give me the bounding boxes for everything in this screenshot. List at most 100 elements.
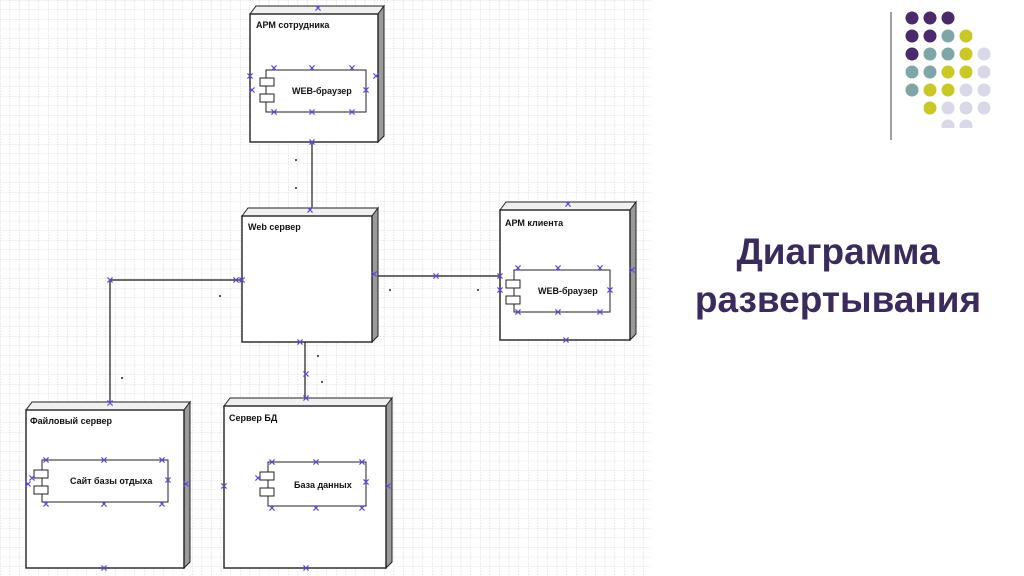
- decor-dot: [905, 11, 919, 25]
- selection-handle: [384, 482, 392, 490]
- node-label-web-server: Web сервер: [248, 222, 301, 232]
- decor-dot: [941, 65, 955, 79]
- selection-handle: [348, 108, 356, 116]
- selection-handle: [308, 138, 316, 146]
- selection-handle: [268, 458, 276, 466]
- selection-handle: [220, 482, 228, 490]
- selection-handle: [372, 72, 380, 80]
- component-site[interactable]: Сайт базы отдыха: [33, 459, 169, 503]
- component-web-browser-client[interactable]: WEB-браузер: [505, 269, 611, 313]
- decor-dot: [977, 65, 991, 79]
- selection-handle: [306, 206, 314, 214]
- selection-handle: [238, 276, 246, 284]
- decor-dot: [977, 47, 991, 61]
- selection-handle: [268, 504, 276, 512]
- selection-handle: [496, 272, 504, 280]
- selection-handle: [158, 456, 166, 464]
- node-label-arm-employee: АРМ сотрудника: [256, 20, 330, 30]
- selection-handle: [248, 86, 256, 94]
- selection-handle: [42, 500, 50, 508]
- decor-dot: [923, 29, 937, 43]
- selection-handle: [312, 504, 320, 512]
- selection-handle: [514, 308, 522, 316]
- decor-dot: [923, 11, 937, 25]
- component-database[interactable]: База данных: [259, 461, 367, 507]
- selection-handle: [158, 500, 166, 508]
- node-label-arm-client: АРМ клиента: [505, 218, 564, 228]
- decor-dot: [977, 83, 991, 97]
- component-label-employee: WEB-браузер: [292, 86, 352, 96]
- slide-title: Диаграмма развертывания: [668, 228, 1008, 324]
- selection-handles: [24, 4, 636, 572]
- decor-dot: [941, 101, 955, 115]
- selection-handle: [370, 270, 378, 278]
- decor-dot: [941, 29, 955, 43]
- decor-dot: [905, 29, 919, 43]
- decor-dot: [905, 47, 919, 61]
- selection-handle: [232, 276, 240, 284]
- selection-handle: [564, 200, 572, 208]
- node-arm-employee[interactable]: АРМ сотрудника WEB-браузер: [249, 4, 385, 144]
- decor-dot: [923, 101, 937, 115]
- selection-handle: [312, 458, 320, 466]
- slide-title-line-1: Диаграмма: [736, 231, 940, 272]
- selection-handle: [28, 474, 36, 482]
- selection-handle: [164, 476, 172, 484]
- decor-dot: [959, 119, 973, 128]
- selection-handle: [42, 456, 50, 464]
- diagram-svg: АРМ сотрудника WEB-браузер Web сервер АР…: [0, 0, 650, 576]
- vertical-divider: [890, 12, 892, 140]
- selection-handle: [296, 338, 304, 346]
- selection-handle: [596, 264, 604, 272]
- decor-dot: [941, 47, 955, 61]
- selection-handle: [106, 399, 114, 407]
- decor-dot: [923, 83, 937, 97]
- decor-dot: [923, 47, 937, 61]
- node-db-server[interactable]: Сервер БД База данных: [223, 396, 393, 570]
- selection-handle: [100, 456, 108, 464]
- decor-dot: [941, 11, 955, 25]
- selection-handle: [348, 64, 356, 72]
- selection-handle: [254, 474, 262, 482]
- node-arm-client[interactable]: АРМ клиента WEB-браузер: [499, 200, 637, 342]
- selection-handle: [24, 480, 32, 488]
- node-file-server[interactable]: Файловый сервер Сайт базы отдыха: [25, 400, 191, 570]
- selection-handle: [246, 72, 254, 80]
- node-web-server[interactable]: Web сервер: [241, 206, 379, 344]
- selection-handle: [270, 64, 278, 72]
- selection-handle: [628, 266, 636, 274]
- decor-dot: [977, 101, 991, 115]
- node-label-db-server: Сервер БД: [229, 413, 278, 423]
- selection-handle: [182, 480, 190, 488]
- selection-handle: [270, 108, 278, 116]
- decor-dot: [959, 101, 973, 115]
- selection-handle: [362, 478, 370, 486]
- selection-handle: [496, 286, 504, 294]
- component-label-site: Сайт базы отдыха: [70, 476, 153, 486]
- selection-handle: [302, 394, 310, 402]
- decor-dot: [959, 65, 973, 79]
- decor-dot: [923, 65, 937, 79]
- selection-handle: [302, 370, 310, 378]
- slide-title-line-2: развертывания: [694, 279, 982, 320]
- decor-dot: [905, 65, 919, 79]
- decor-dot: [959, 83, 973, 97]
- deployment-diagram: АРМ сотрудника WEB-браузер Web сервер АР…: [0, 0, 650, 576]
- component-web-browser-employee[interactable]: WEB-браузер: [259, 69, 367, 113]
- decor-dot: [959, 47, 973, 61]
- decor-dot: [959, 29, 973, 43]
- stray-dots: [121, 159, 479, 383]
- component-label-client: WEB-браузер: [538, 286, 598, 296]
- selection-handle: [100, 500, 108, 508]
- selection-handle: [308, 108, 316, 116]
- decor-dot: [905, 83, 919, 97]
- selection-handle: [358, 458, 366, 466]
- selection-handle: [362, 86, 370, 94]
- component-label-database: База данных: [294, 480, 352, 490]
- selection-handle: [106, 276, 114, 284]
- selection-handle: [302, 564, 310, 572]
- selection-handle: [596, 308, 604, 316]
- selection-handle: [314, 4, 322, 12]
- decor-dot: [941, 119, 955, 128]
- selection-handle: [554, 308, 562, 316]
